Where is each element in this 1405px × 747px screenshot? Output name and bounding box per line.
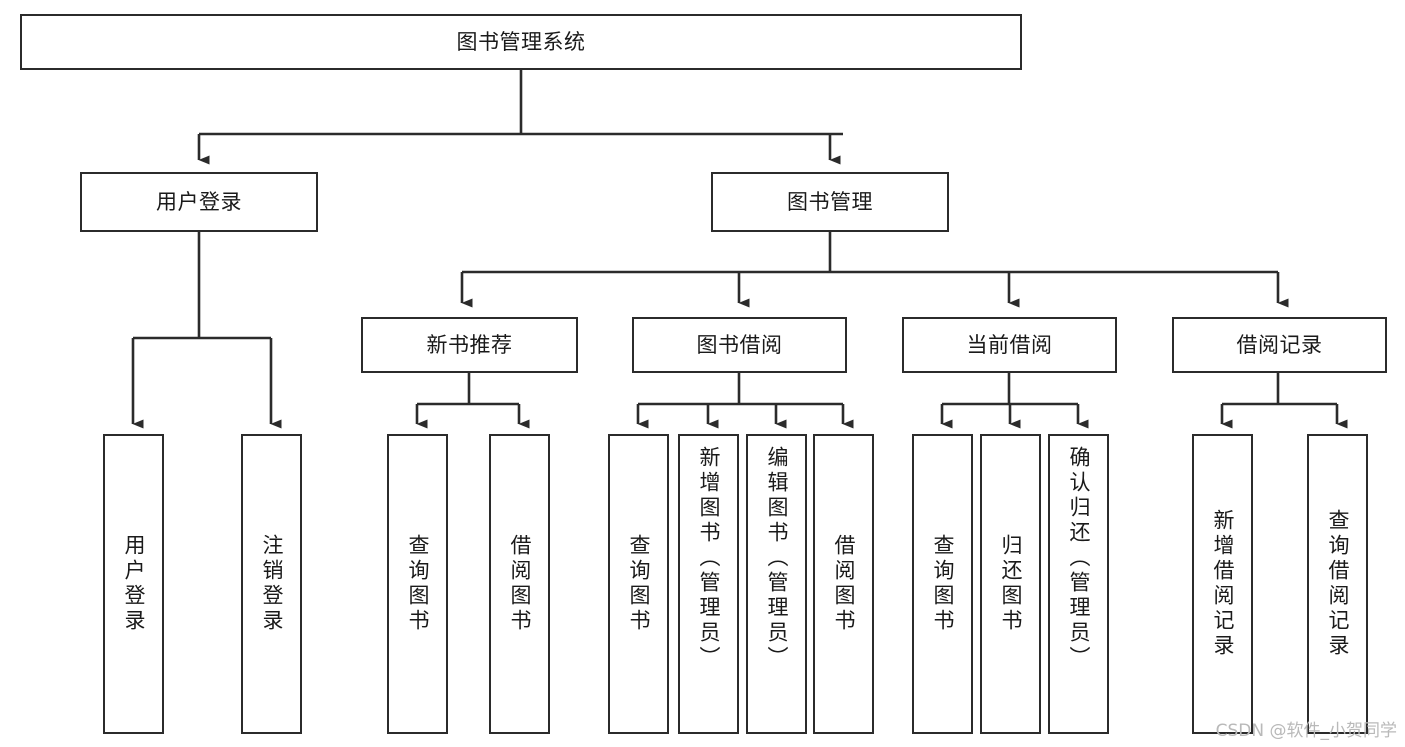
node-leaf-query-book-1[interactable]: 查询图书: [387, 434, 448, 734]
node-root-label: 图书管理系统: [456, 29, 586, 54]
node-book-borrow-label: 图书借阅: [696, 332, 783, 357]
node-leaf-add-book[interactable]: 新增图书（管理员）: [678, 434, 739, 734]
node-user-login-label: 用户登录: [156, 189, 242, 214]
node-current-borrow-label: 当前借阅: [966, 332, 1053, 357]
node-borrow-record-label: 借阅记录: [1236, 332, 1323, 357]
node-leaf-user-login-label: 用户登录: [121, 534, 146, 634]
edge-book-borrow-to-leaves: [636, 373, 854, 429]
node-leaf-edit-book[interactable]: 编辑图书（管理员）: [746, 434, 807, 734]
csdn-watermark: CSDN @软件_小贺同学: [1215, 721, 1397, 741]
node-leaf-add-book-label: 新增图书（管理员）: [696, 446, 721, 671]
node-book-borrow[interactable]: 图书借阅: [632, 317, 847, 373]
edge-new-book-recommend-to-leaves: [415, 373, 530, 429]
node-leaf-return-book-label: 归还图书: [998, 534, 1023, 634]
edge-user-login-to-leaves: [131, 232, 282, 429]
node-leaf-add-record[interactable]: 新增借阅记录: [1192, 434, 1253, 734]
node-leaf-query-book-1-label: 查询图书: [405, 534, 430, 634]
edge-book-manage-to-level3: [460, 232, 1289, 308]
node-book-manage-label: 图书管理: [787, 189, 873, 214]
node-leaf-confirm-return[interactable]: 确认归还（管理员）: [1048, 434, 1109, 734]
node-leaf-query-book-3[interactable]: 查询图书: [912, 434, 973, 734]
node-leaf-query-book-2[interactable]: 查询图书: [608, 434, 669, 734]
node-leaf-add-record-label: 新增借阅记录: [1210, 509, 1235, 659]
node-new-book-recommend[interactable]: 新书推荐: [361, 317, 578, 373]
node-leaf-query-record[interactable]: 查询借阅记录: [1307, 434, 1368, 734]
node-leaf-confirm-return-label: 确认归还（管理员）: [1066, 446, 1091, 671]
edge-borrow-record-to-leaves: [1220, 373, 1348, 429]
node-leaf-return-book[interactable]: 归还图书: [980, 434, 1041, 734]
node-leaf-query-book-3-label: 查询图书: [930, 534, 955, 634]
edge-current-borrow-to-leaves: [940, 373, 1089, 429]
node-user-login[interactable]: 用户登录: [80, 172, 318, 232]
node-new-book-recommend-label: 新书推荐: [426, 332, 513, 357]
node-leaf-borrow-book-1-label: 借阅图书: [507, 534, 532, 634]
node-borrow-record[interactable]: 借阅记录: [1172, 317, 1387, 373]
node-current-borrow[interactable]: 当前借阅: [902, 317, 1117, 373]
node-root[interactable]: 图书管理系统: [20, 14, 1022, 70]
node-leaf-query-book-2-label: 查询图书: [626, 534, 651, 634]
node-leaf-user-login[interactable]: 用户登录: [103, 434, 164, 734]
node-leaf-borrow-book-1[interactable]: 借阅图书: [489, 434, 550, 734]
edge-root-to-level2: [197, 70, 843, 165]
node-leaf-edit-book-label: 编辑图书（管理员）: [764, 446, 789, 671]
node-book-manage[interactable]: 图书管理: [711, 172, 949, 232]
node-leaf-borrow-book-2[interactable]: 借阅图书: [813, 434, 874, 734]
node-leaf-user-logout[interactable]: 注销登录: [241, 434, 302, 734]
node-leaf-user-logout-label: 注销登录: [259, 534, 284, 634]
node-leaf-query-record-label: 查询借阅记录: [1325, 509, 1350, 659]
node-leaf-borrow-book-2-label: 借阅图书: [831, 534, 856, 634]
